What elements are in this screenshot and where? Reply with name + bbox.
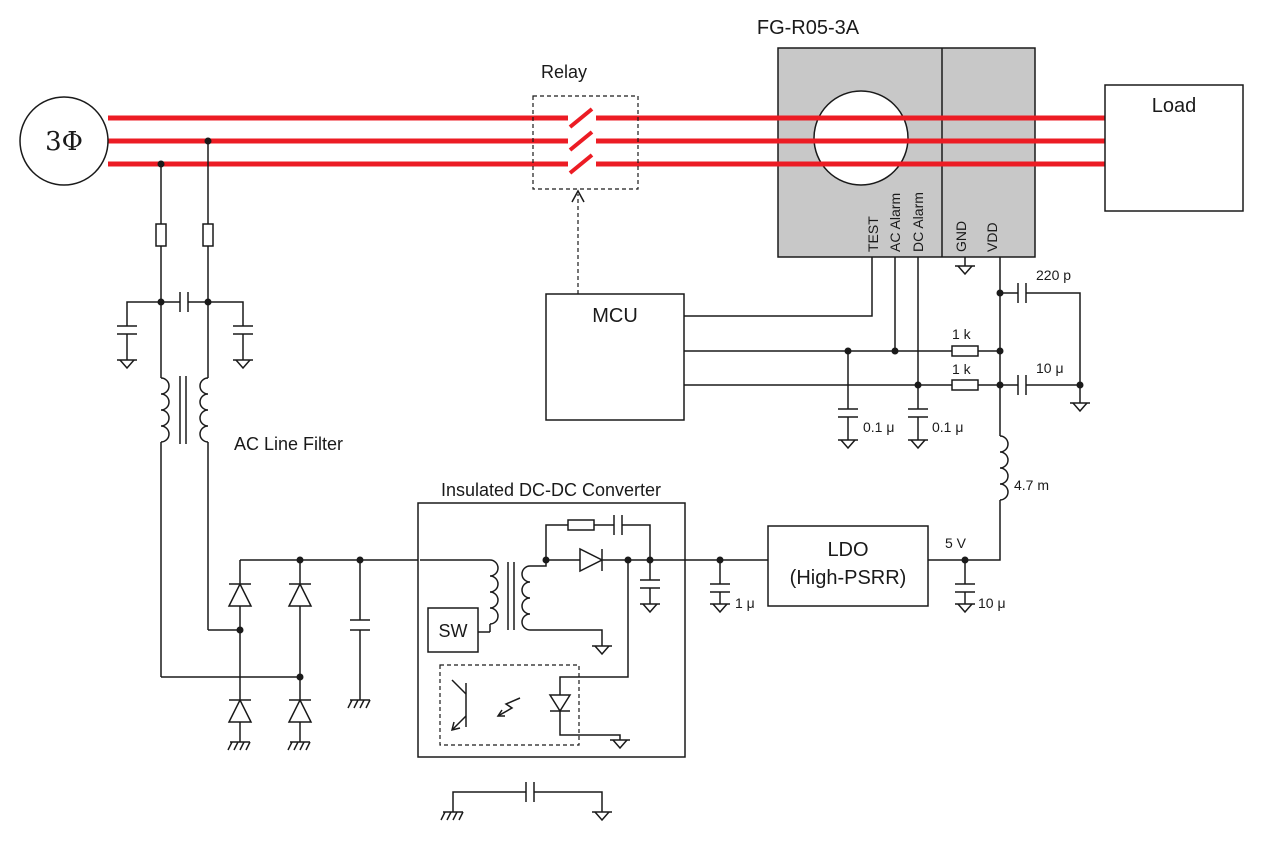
relay-box (532, 95, 639, 190)
sensor-label: FG-R05-3A (757, 17, 860, 39)
value-1k-a: 1 k (952, 326, 972, 342)
converter-internals (420, 515, 685, 749)
source-label: 3Φ (45, 127, 83, 157)
sensor-wiring (684, 257, 1091, 561)
pin-dc-alarm: DC Alarm (910, 192, 926, 252)
value-10u-ldo: 10 μ (978, 595, 1006, 611)
value-10u-vdd: 10 μ (1036, 360, 1064, 376)
value-1k-b: 1 k (952, 361, 972, 377)
ldo-sublabel: (High-PSRR) (790, 567, 907, 589)
filter-label: AC Line Filter (234, 434, 343, 454)
value-0.1u-b: 0.1 μ (932, 419, 963, 435)
load-box (1104, 84, 1244, 212)
sensor-block (777, 47, 1036, 258)
phase-lines (108, 115, 1106, 167)
value-5v: 5 V (945, 535, 967, 551)
value-1u: 1 μ (735, 595, 755, 611)
converter-label: Insulated DC-DC Converter (441, 480, 661, 500)
ldo-label: LDO (827, 539, 868, 561)
ac-line-filter (116, 137, 254, 677)
source-circle (19, 96, 109, 186)
value-0.1u-a: 0.1 μ (863, 419, 894, 435)
load-label: Load (1152, 95, 1197, 117)
rectifier-bridge (161, 556, 420, 751)
value-4.7m: 4.7 m (1014, 477, 1049, 493)
ldo-section (685, 525, 976, 613)
pin-vdd: VDD (984, 222, 1000, 252)
mcu-label: MCU (592, 305, 638, 327)
mcu-box (545, 293, 685, 421)
value-220p: 220 p (1036, 267, 1071, 283)
sw-label: SW (439, 621, 468, 641)
isolation-capacitor (440, 782, 613, 821)
relay-label: Relay (541, 62, 587, 82)
pin-ac-alarm: AC Alarm (887, 193, 903, 252)
pin-test: TEST (865, 216, 881, 252)
pin-gnd: GND (953, 221, 969, 252)
relay-contacts (568, 107, 594, 175)
